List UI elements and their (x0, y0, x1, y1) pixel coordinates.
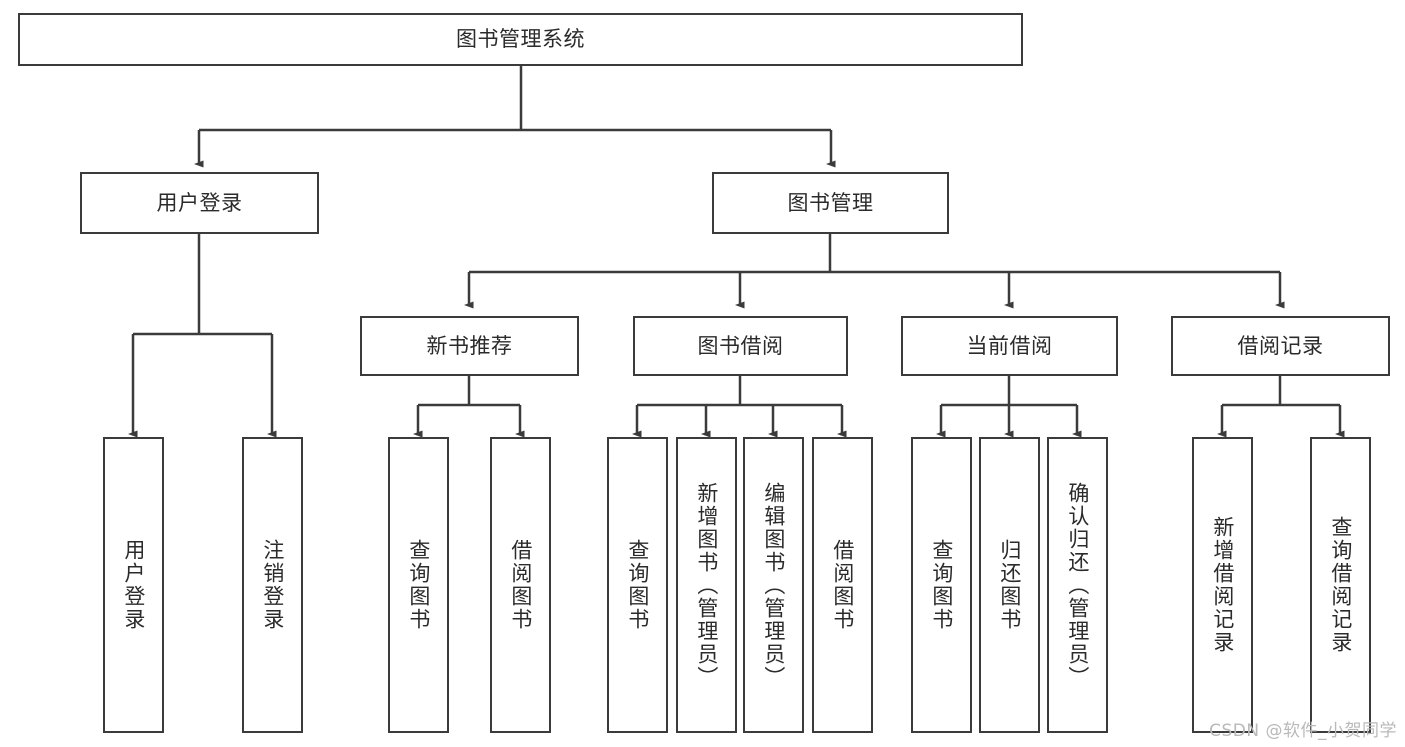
node-label: 用户登录 (156, 190, 243, 215)
node-borrow-record[interactable]: 借阅记录 (1171, 316, 1390, 376)
node-label: 归还图书 (997, 539, 1022, 631)
node-leaf-query-book-1[interactable]: 查询图书 (388, 437, 449, 733)
node-label: 借阅图书 (830, 539, 855, 631)
node-leaf-borrow-book-2[interactable]: 借阅图书 (812, 437, 873, 733)
node-label: 图书借阅 (697, 333, 784, 358)
node-label: 查询图书 (929, 539, 954, 631)
node-leaf-borrow-book-1[interactable]: 借阅图书 (490, 437, 551, 733)
node-new-book-recommend[interactable]: 新书推荐 (360, 316, 579, 376)
node-label: 图书管理 (787, 190, 874, 215)
node-label: 编辑图书（管理员） (761, 481, 786, 689)
node-label: 用户登录 (121, 539, 146, 631)
node-label: 借阅记录 (1237, 333, 1324, 358)
node-leaf-logout[interactable]: 注销登录 (242, 437, 303, 733)
node-label: 借阅图书 (508, 539, 533, 631)
node-label: 新增图书（管理员） (694, 481, 719, 689)
node-leaf-edit-book[interactable]: 编辑图书（管理员） (743, 437, 804, 733)
node-leaf-return-book[interactable]: 归还图书 (979, 437, 1040, 733)
node-leaf-query-record[interactable]: 查询借阅记录 (1310, 437, 1371, 733)
node-leaf-add-record[interactable]: 新增借阅记录 (1192, 437, 1253, 733)
node-label: 查询图书 (625, 539, 650, 631)
node-label: 当前借阅 (966, 333, 1053, 358)
node-label: 查询借阅记录 (1328, 516, 1353, 654)
node-leaf-confirm-return[interactable]: 确认归还（管理员） (1047, 437, 1108, 733)
node-leaf-add-book[interactable]: 新增图书（管理员） (676, 437, 737, 733)
node-root-book-management-system[interactable]: 图书管理系统 (18, 13, 1023, 66)
node-book-management[interactable]: 图书管理 (712, 172, 949, 234)
node-label: 新书推荐 (426, 333, 513, 358)
node-label: 注销登录 (260, 539, 285, 631)
node-book-borrow[interactable]: 图书借阅 (633, 316, 848, 376)
watermark-text: CSDN @软件_小贺同学 (1209, 721, 1397, 741)
node-leaf-query-book-3[interactable]: 查询图书 (911, 437, 972, 733)
node-user-login[interactable]: 用户登录 (80, 172, 319, 234)
node-label: 图书管理系统 (456, 27, 585, 52)
node-leaf-user-login[interactable]: 用户登录 (103, 437, 164, 733)
node-label: 确认归还（管理员） (1065, 481, 1090, 689)
node-current-borrow[interactable]: 当前借阅 (901, 316, 1118, 376)
node-label: 查询图书 (406, 539, 431, 631)
node-leaf-query-book-2[interactable]: 查询图书 (607, 437, 668, 733)
node-label: 新增借阅记录 (1210, 516, 1235, 654)
